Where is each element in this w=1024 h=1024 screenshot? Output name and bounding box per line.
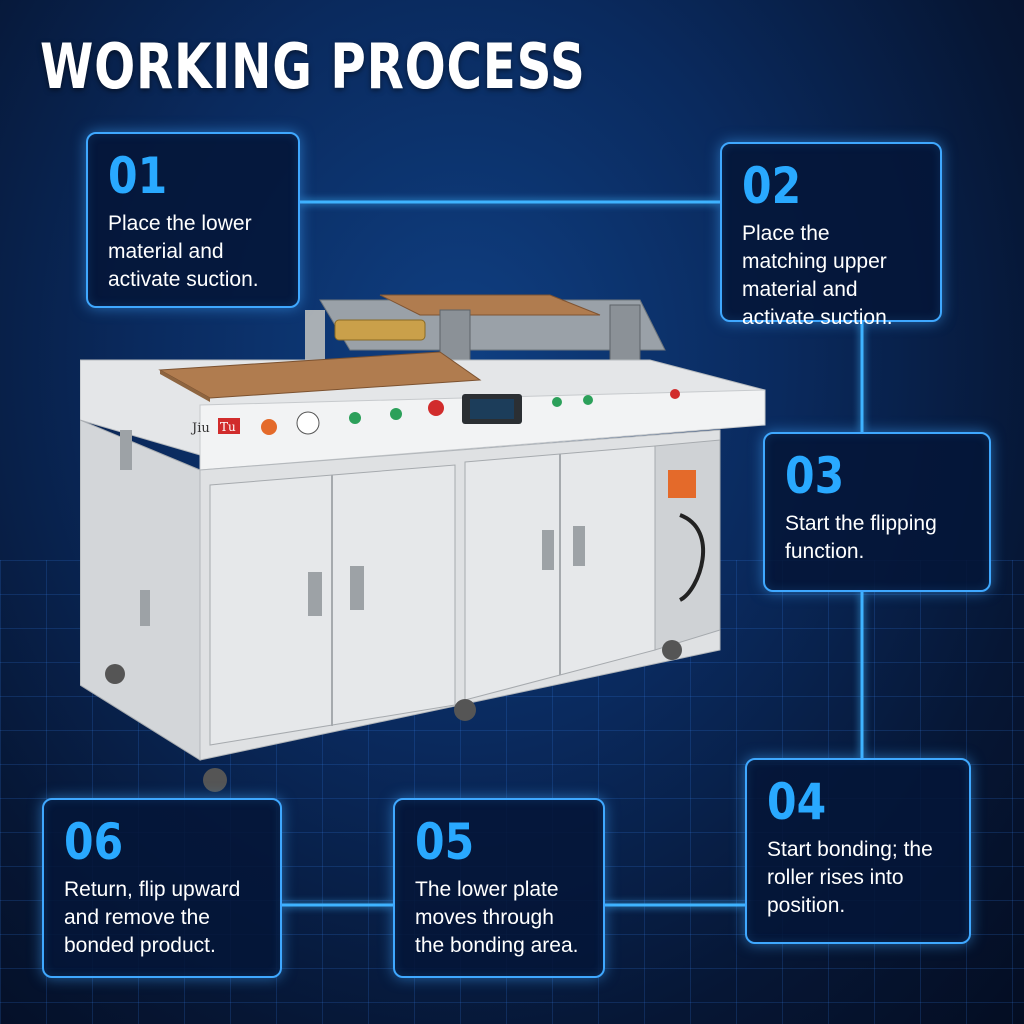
step-01: 01 Place the lower material and activate… xyxy=(86,132,300,308)
step-01-number: 01 xyxy=(108,147,168,205)
step-04: 04 Start bonding; the roller rises into … xyxy=(745,758,971,944)
step-04-text: Start bonding; the roller rises into pos… xyxy=(767,838,933,917)
step-03-text: Start the flipping function. xyxy=(785,512,937,563)
step-04-number: 04 xyxy=(767,773,827,831)
step-05-number: 05 xyxy=(415,813,475,871)
step-03: 03 Start the flipping function. xyxy=(763,432,991,592)
step-05-text: The lower plate moves through the bondin… xyxy=(415,878,579,957)
brand-right: Tu xyxy=(220,420,236,434)
step-03-number: 03 xyxy=(785,447,845,505)
bonding-machine-image: Jiu Tu xyxy=(80,294,766,792)
step-01-text: Place the lower material and activate su… xyxy=(108,212,259,291)
step-05: 05 The lower plate moves through the bon… xyxy=(393,798,605,978)
step-02-text: Place the matching upper material and ac… xyxy=(742,222,893,329)
step-06-text: Return, flip upward and remove the bonde… xyxy=(64,878,241,957)
step-06: 06 Return, flip upward and remove the bo… xyxy=(42,798,282,978)
step-02-number: 02 xyxy=(742,157,802,215)
page-title: WORKING PROCESS xyxy=(40,30,586,103)
step-02: 02 Place the matching upper material and… xyxy=(720,142,942,329)
brand-left: Jiu xyxy=(190,421,210,436)
step-06-number: 06 xyxy=(64,813,124,871)
